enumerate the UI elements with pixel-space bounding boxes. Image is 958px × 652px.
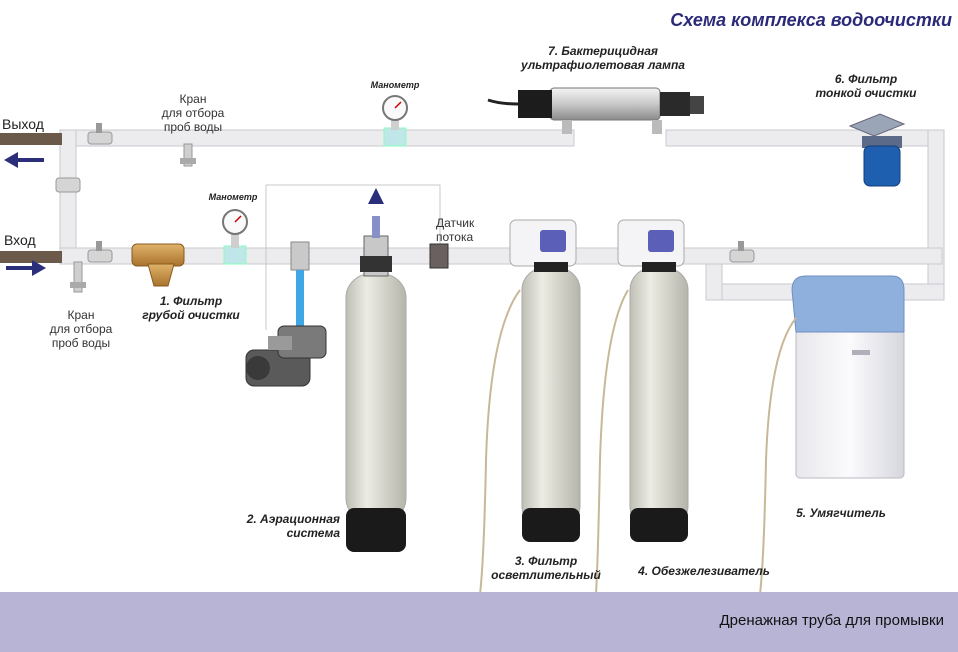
valve-icon: [87, 123, 113, 145]
sample-tap-icon: [70, 261, 86, 293]
aeration-label: 2. Аэрационная система: [246, 512, 340, 540]
fine-filter-label: 6. Фильтр тонкой очистки: [815, 72, 917, 100]
outlet-pipeline: [59, 129, 945, 301]
air-tube: [296, 270, 304, 326]
inlet-label: Вход: [4, 232, 36, 248]
clarifier-tank: [509, 219, 581, 542]
fine-filter: [848, 113, 906, 187]
drain-tubes: [479, 289, 797, 595]
manometer-icon: [222, 209, 248, 265]
coarse-filter-label: 1. Фильтр грубой очистки: [142, 294, 240, 322]
outlet-label: Выход: [2, 116, 44, 132]
sample-tap-icon: [180, 143, 196, 167]
softener-cabinet: [791, 275, 905, 479]
manometer-icon: [382, 95, 408, 147]
page-title: Схема комплекса водоочистки: [670, 10, 952, 30]
aeration-frame: [265, 184, 441, 330]
valve-icon: [55, 177, 81, 193]
valve-icon: [729, 241, 755, 263]
softener-label: 5. Умягчитель: [796, 506, 886, 520]
drain-label: Дренажная труба для промывки: [719, 612, 945, 629]
uv-lamp: [487, 87, 704, 134]
outlet-arrow-icon: [4, 152, 44, 168]
coarse-filter-icon: [131, 243, 185, 287]
deironer-tank: [617, 219, 689, 542]
aeration-tank: [345, 188, 407, 552]
compressor-icon: [245, 325, 327, 387]
uv-lamp-label: 7. Бактерицидная ультрафиолетовая лампа: [521, 44, 685, 72]
inlet-stub: [0, 251, 62, 263]
manometer-label-top: Манометр: [370, 80, 420, 90]
valve-icon: [87, 241, 113, 263]
deironer-label: 4. Обезжелезиватель: [638, 564, 770, 578]
flow-sensor: [429, 243, 449, 269]
manometer-label-bottom: Манометр: [208, 192, 258, 202]
air-injector: [290, 241, 310, 271]
inlet-pipeline: [59, 247, 943, 265]
inlet-arrow-icon: [6, 260, 46, 276]
outlet-stub: [0, 133, 62, 145]
drain-band: Дренажная труба для промывки: [0, 592, 958, 652]
sample-tap-label-top: Кран для отбора проб воды: [161, 92, 225, 134]
clarifier-label: 3. Фильтр осветлительный: [491, 554, 601, 582]
flow-sensor-label: Датчик потока: [436, 216, 475, 244]
sample-tap-label-bottom: Кран для отбора проб воды: [49, 308, 113, 350]
